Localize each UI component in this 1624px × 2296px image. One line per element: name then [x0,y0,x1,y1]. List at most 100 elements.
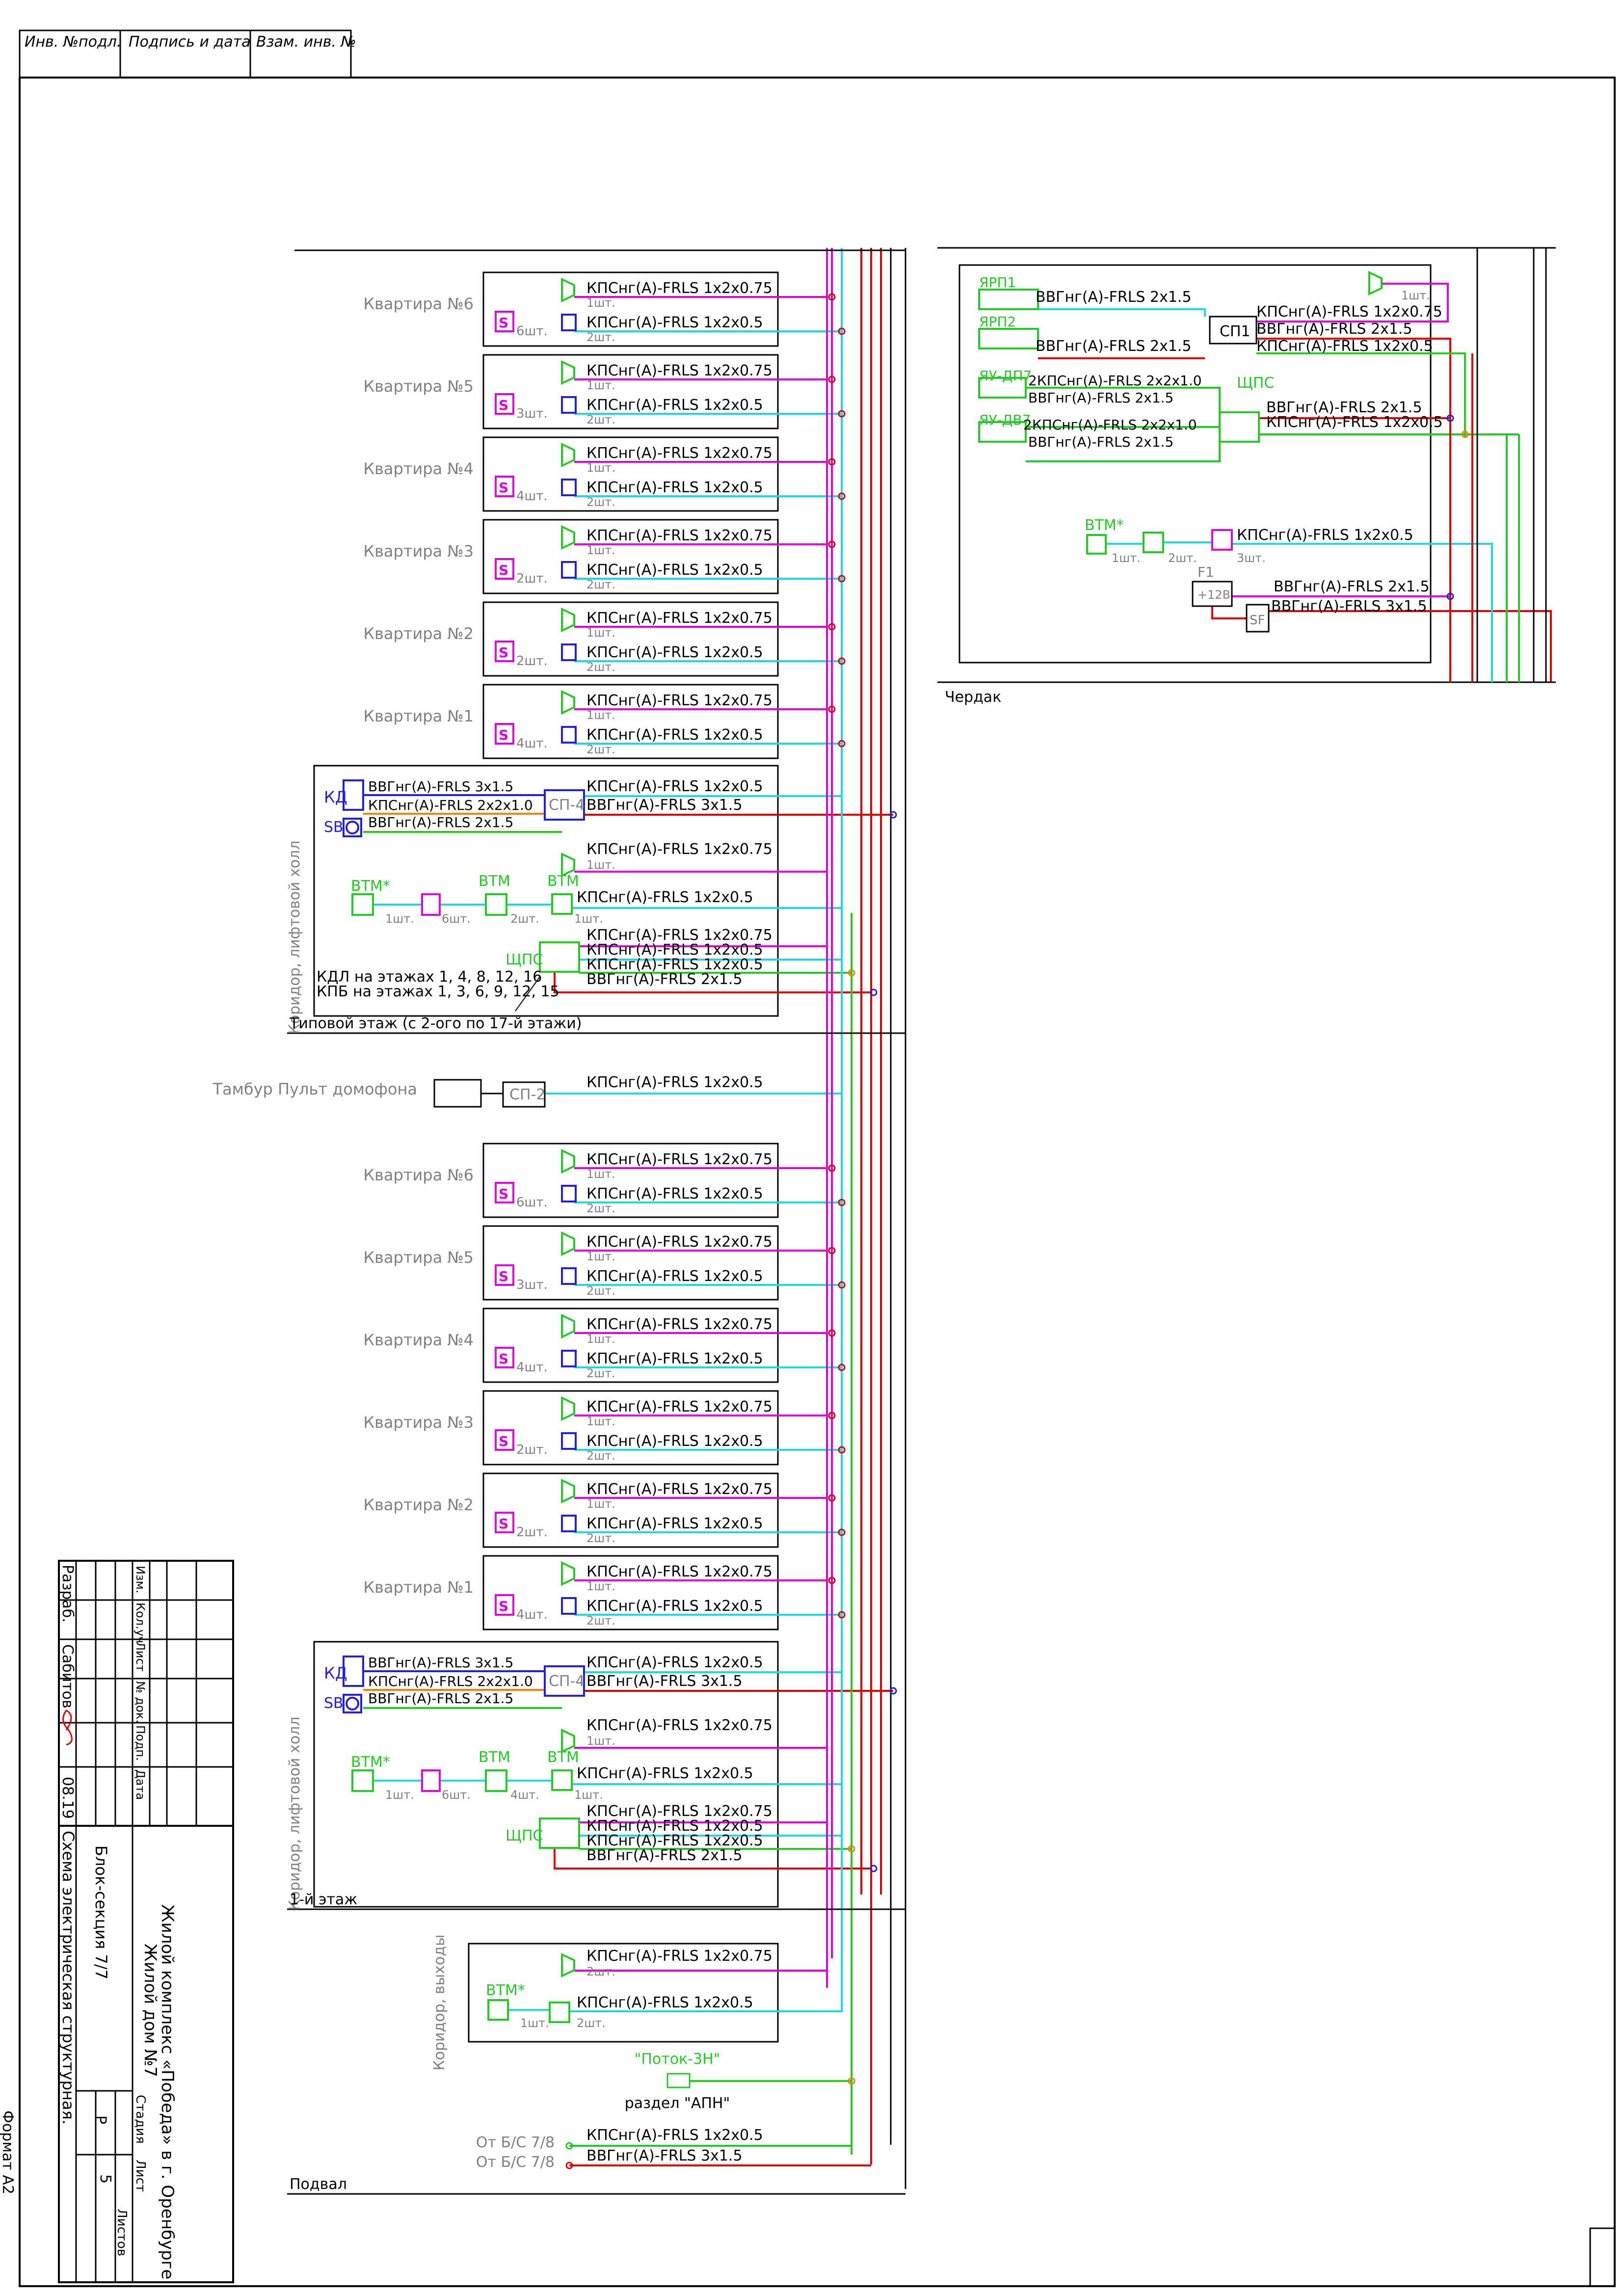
typ-btm-1 [351,893,374,916]
potok-device [666,2073,691,2088]
upper-apt-box-0 [482,271,779,347]
wires [363,283,1552,2166]
yarp2-cable: ВВГнг(А)-FRLS 2x1.5 [1036,338,1192,355]
lower-speaker-icon-4 [561,1478,575,1504]
yaudp7-label: ЯУ-ДП7 [979,368,1032,384]
lower-apt-q1-4: 1шт. [586,1497,615,1511]
typ-shps-dot-2 [870,988,878,996]
upper-apt-q2-5: 2шт. [586,743,615,756]
riser-lines [287,247,1556,2195]
attic-shps-cable1: ВВГнг(А)-FRLS 2x1.5 [1266,399,1422,416]
attic-handset-stack [1211,529,1233,551]
title-date: 08.19 [59,1777,76,1819]
first-btm-label-3: ВТМ [547,1749,579,1766]
sp1-box [1209,316,1257,345]
upper-apt-cable2-1: КПСнг(А)-FRLS 1x2x0.5 [586,397,763,414]
typ-handset-stack [421,893,441,916]
upper-apt-name-0: Квартира №6 [363,294,474,313]
lower-apt-handset-glyph-5: S [499,1598,508,1614]
floors-kdl-note: КДЛ на этажах 1, 4, 8, 12, 16 [317,968,542,986]
first-shps-label: ЩПС [506,1827,543,1844]
lower-apt-cable2-0: КПСнг(А)-FRLS 1x2x0.5 [586,1185,763,1202]
lower-speaker-icon-5 [561,1561,575,1586]
attic-dot-2 [1461,430,1469,438]
upper-speaker-icon-3 [561,525,575,550]
lower-speaker-icon-2 [561,1313,575,1339]
first-sp4-dot [889,1687,897,1695]
upper-apt-cable2-5: КПСнг(А)-FRLS 1x2x0.5 [586,726,763,744]
first-sb-label: SB [324,1695,344,1712]
attic-dot-1 [1446,414,1454,422]
lower-apt-handset-icon-0 [495,1182,514,1203]
yarp1-wire [1038,308,1206,317]
upper-apt-panel-icon-0 [561,314,577,331]
lower-apt-panel-icon-5 [561,1597,577,1615]
attic-sp1-green [1256,352,1466,437]
typ-sb-device [343,818,362,837]
lower-apt-name-2: Квартира №4 [363,1331,474,1349]
attic-label: Чердак [945,689,1001,706]
sp2-box [502,1081,546,1108]
drawing-frame [19,77,1616,2287]
upper-apt-dot-m-4 [828,623,836,631]
devices [343,270,1469,2169]
typ-sp4-label: СП-4 [549,797,585,814]
upper-apt-dot-c-4 [838,657,846,665]
attic-btm-q2: 2шт. [1168,551,1197,565]
first-kd-label: КД [324,1664,347,1682]
yaudv7-box [978,421,1027,443]
attic-f1-label: F1 [1198,564,1214,580]
lower-apt-q2-1: 2шт. [586,1284,615,1298]
upper-apt-name-2: Квартира №4 [363,459,474,478]
lower-apt-handset-icon-2 [495,1347,514,1368]
from-bs-2: От Б/С 7/8 [476,2154,555,2171]
typ-btm-q6: 6шт. [442,912,471,926]
first-btm-star-label: ВТМ* [351,1754,390,1771]
attic-psu-cable1: ВВГнг(А)-FRLS 2x1.5 [1274,578,1430,595]
first-sp4-cable2: ВВГнг(А)-FRLS 3x1.5 [586,1673,743,1690]
yarp1-cable: ВВГнг(А)-FRLS 2x1.5 [1036,289,1192,306]
upper-speaker-icon-1 [561,360,575,385]
apn-label: раздел "АПН" [625,2095,730,2112]
lower-apt-count-1: 3шт. [516,1278,548,1292]
lower-apt-handset-glyph-3: S [499,1433,508,1449]
upper-apt-box-5 [482,684,779,759]
first-btm-cable: КПСнг(А)-FRLS 1x2x0.5 [577,1765,753,1782]
lower-apt-dot-c-4 [838,1528,846,1536]
upper-apt-handset-glyph-4: S [499,644,508,661]
typ-shps-label: ЩПС [506,951,543,968]
exits-speaker-icon [561,1952,575,1978]
first-floor-label: 1-й этаж [290,1891,357,1908]
upper-apt-cable1-2: КПСнг(А)-FRLS 1x2x0.75 [586,445,772,462]
first-shps-dot [848,1845,855,1853]
typ-corr-cable-075: КПСнг(А)-FRLS 1x2x0.75 [586,841,772,858]
typ-btm-star-label: ВТМ* [351,878,390,895]
upper-apt-name-5: Квартира №1 [363,707,474,725]
lower-apt-name-3: Квартира №3 [363,1413,474,1432]
attic-sf-wire [1211,606,1247,619]
upper-apt-handset-icon-4 [495,641,514,662]
upper-apt-dot-m-1 [828,375,836,383]
attic-speaker-q: 1шт. [1401,289,1430,302]
lower-apt-panel-icon-0 [561,1185,577,1202]
upper-apt-handset-glyph-2: S [499,480,508,496]
typ-shps-cable2: КПСнг(А)-FRLS 1x2x0.5 [586,941,763,959]
upper-apt-dot-m-5 [828,705,836,713]
title-block [58,1560,234,2283]
typ-btm-3 [551,893,573,915]
attic-yaudp-wire [1026,387,1221,415]
first-corr-cable-075: КПСнг(А)-FRLS 1x2x0.75 [586,1717,772,1734]
lower-apt-q1-5: 1шт. [586,1579,615,1593]
attic-btm-star: ВТМ* [1085,517,1124,534]
lower-apt-q2-4: 2шт. [586,1531,615,1545]
upper-apt-q1-3: 1шт. [586,543,615,557]
attic-sp1-red [1256,338,1451,417]
lower-apt-q2-0: 2шт. [586,1201,615,1215]
title-col-3: № док. [133,1681,147,1723]
lower-apt-dot-m-3 [828,1412,836,1419]
title-sheet-title: Схема электрическая структурная. [59,1831,78,2125]
lower-apt-count-4: 2шт. [516,1525,548,1540]
upper-apt-panel-icon-1 [561,396,577,414]
from-bs-cable2: ВВГнг(А)-FRLS 3x1.5 [586,2147,743,2164]
first-kd-cable2: КПСнг(А)-FRLS 2x2x1.0 [368,1673,533,1689]
